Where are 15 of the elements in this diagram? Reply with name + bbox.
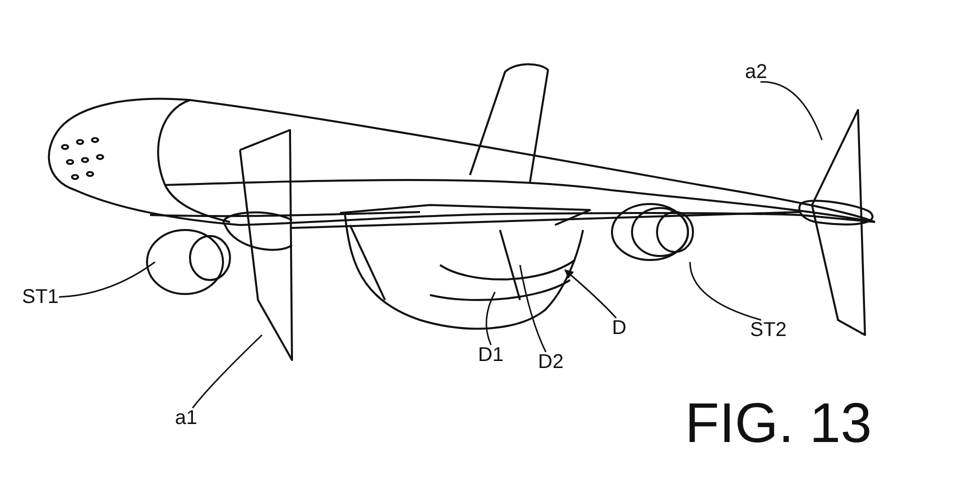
leader-line [192,334,263,408]
figure-caption: FIG. 13 [685,395,872,451]
callout-label: a2 [745,62,768,82]
callout-label: a1 [175,408,198,428]
leader-line [58,261,156,298]
callout-label: ST1 [22,287,59,307]
pointer-arrow [564,269,617,318]
leader-line [519,264,546,352]
callout-label: D [612,318,626,338]
leader-line [689,262,762,321]
leader-line [486,292,496,346]
callout-label: ST2 [750,320,787,340]
callout-label: D2 [538,352,564,372]
leader-line [760,81,823,140]
callout-label: D1 [478,345,504,365]
